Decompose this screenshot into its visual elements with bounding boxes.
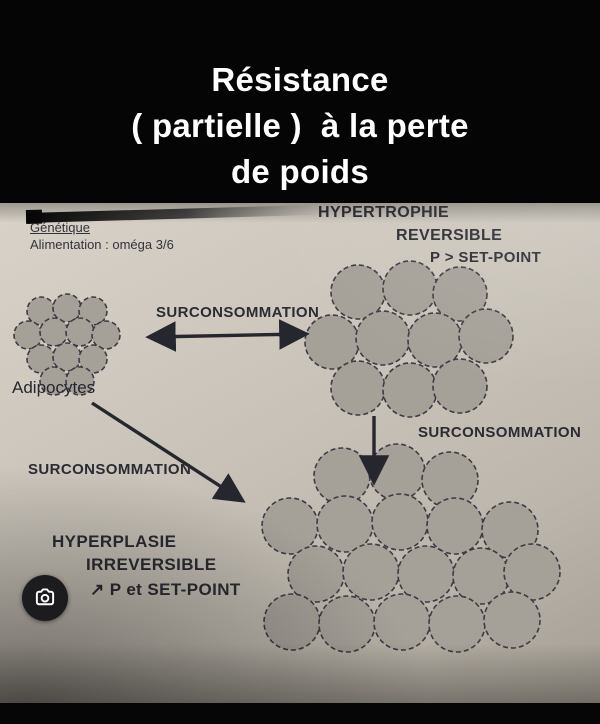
page-title-line-1: Résistance — [211, 61, 389, 98]
page-title-line-3: de poids — [230, 153, 370, 190]
adipocyte-cell — [304, 314, 360, 370]
adipocyte-cell — [342, 543, 400, 601]
adipocyte-cell — [432, 266, 488, 322]
adipocyte-cell — [426, 497, 484, 555]
lens-camera-button[interactable] — [22, 575, 68, 621]
adipocyte-cell — [318, 595, 376, 653]
irreversible-label: IRREVERSIBLE — [86, 555, 217, 574]
hyperplasie-diagonal-arrow — [91, 401, 246, 503]
genetique-label: Génétique — [30, 220, 90, 235]
adipocyte-cell — [65, 317, 95, 347]
alimentation-label: Alimentation : oméga 3/6 — [30, 237, 174, 252]
p-et-setpoint-label: ↗ P et SET-POINT — [90, 580, 241, 599]
adipocyte-cell — [371, 493, 429, 551]
page-title-line-2: ( partielle ) à la perte — [131, 107, 469, 144]
adipocyte-cell — [261, 497, 319, 555]
adipocyte-cell — [382, 260, 438, 316]
adipocytes-small — [13, 293, 121, 396]
adipocyte-cell — [330, 360, 386, 416]
lens-camera-icon — [32, 585, 58, 611]
adipocytes-label: Adipocytes — [12, 378, 96, 397]
adipocyte-cell — [13, 320, 43, 350]
p-setpoint-label: P > SET-POINT — [430, 249, 542, 266]
adipocyte-cell — [91, 320, 121, 350]
adipocyte-cell — [432, 358, 488, 414]
scan-artifact-bar — [25, 204, 319, 225]
title-block: Résistance ( partielle ) à la perte de p… — [0, 0, 600, 203]
cell-clusters — [13, 260, 561, 653]
adipocyte-cell — [263, 593, 321, 651]
adipocyte-cell — [368, 443, 426, 501]
surconsommation-right-label: SURCONSOMMATION — [418, 424, 582, 441]
adipocyte-cell — [373, 593, 431, 651]
adipocyte-cell — [316, 495, 374, 553]
adipocyte-diagram — [13, 204, 561, 653]
adipocyte-cell — [78, 344, 108, 374]
adipocyte-cell — [458, 308, 514, 364]
adipocyte-cell — [355, 310, 411, 366]
adipocyte-cell — [78, 296, 108, 326]
adipocyte-cell — [428, 595, 486, 653]
bottom-bar — [0, 703, 600, 724]
adipocyte-cell — [65, 366, 95, 396]
hyperplasie-cluster — [261, 443, 561, 653]
surconsommation-double-arrow — [145, 319, 310, 352]
surconsommation-top-label: SURCONSOMMATION — [156, 304, 320, 321]
hyperplasie-label: HYPERPLASIE — [52, 532, 177, 551]
adipocyte-cell — [483, 591, 541, 649]
hypertrophie-label: HYPERTROPHIE — [318, 204, 450, 221]
adipocyte-cell — [382, 362, 438, 418]
adipocyte-cell — [39, 317, 69, 347]
reversible-label: REVERSIBLE — [396, 227, 503, 244]
surconsommation-bottom-label: SURCONSOMMATION — [28, 461, 192, 478]
hypertrophie-cluster — [304, 260, 514, 418]
document-photo: Génétique Alimentation : oméga 3/6 HYPER… — [0, 203, 600, 703]
